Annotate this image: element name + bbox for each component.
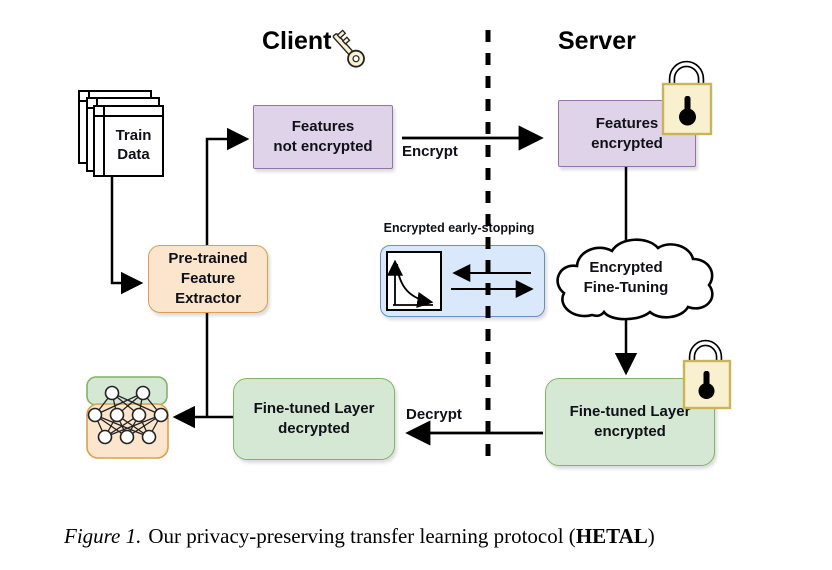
extractor-to-features-arrow: [205, 127, 250, 246]
server-title: Server: [558, 27, 636, 55]
features-encrypted-box: Features encrypted: [558, 100, 696, 167]
features-not-encrypted-box: Features not encrypted: [253, 105, 393, 169]
pretrained-extractor-box: Pre-trained Feature Extractor: [148, 245, 268, 313]
traindata-to-extractor-arrow: [110, 175, 144, 295]
finetuned-encrypted-box: Fine-tuned Layer encrypted: [545, 378, 715, 466]
caption-highlight: HETAL: [575, 524, 648, 548]
finetuned-decrypted-box: Fine-tuned Layer decrypted: [233, 378, 395, 460]
caption-suffix: ): [647, 524, 655, 548]
figure-number: Figure 1.: [64, 524, 142, 548]
neural-network-icon: [86, 376, 169, 459]
loss-curve-icon: [386, 251, 534, 311]
train-data-box: Train Data: [93, 105, 164, 177]
figure-caption: Figure 1.Our privacy-preserving transfer…: [64, 524, 655, 549]
early-stopping-box: [380, 245, 545, 317]
client-title: Client: [262, 27, 332, 55]
train-data-label: Train Data: [115, 127, 152, 163]
decrypt-label: Decrypt: [406, 406, 462, 423]
early-stopping-label: Encrypted early-stopping: [383, 221, 535, 235]
encrypt-label: Encrypt: [402, 143, 458, 160]
encrypted-finetuning-cloud-label: Encrypted Fine-Tuning: [583, 259, 669, 296]
caption-text: Our privacy-preserving transfer learning…: [148, 524, 576, 548]
key-icon: [332, 29, 365, 68]
